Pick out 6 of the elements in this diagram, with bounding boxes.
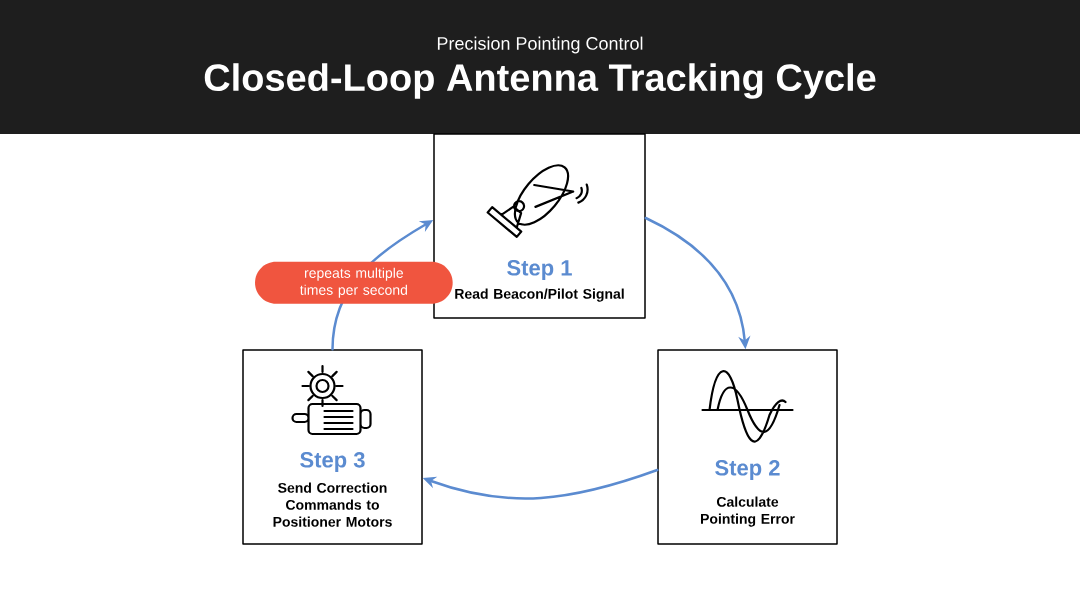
edge-label: repeats multiple times per second bbox=[255, 261, 453, 304]
subtitle: Precision Pointing Control bbox=[437, 36, 643, 54]
step-box: Step 1 Read Beacon/Pilot Signal bbox=[433, 133, 646, 319]
title: Closed-Loop Antenna Tracking Cycle bbox=[204, 63, 876, 99]
step-box: Step 2 Calculate Pointing Error bbox=[657, 349, 838, 545]
step-box: Step 3 Send Correction Commands to Positioner Motors bbox=[242, 349, 423, 545]
